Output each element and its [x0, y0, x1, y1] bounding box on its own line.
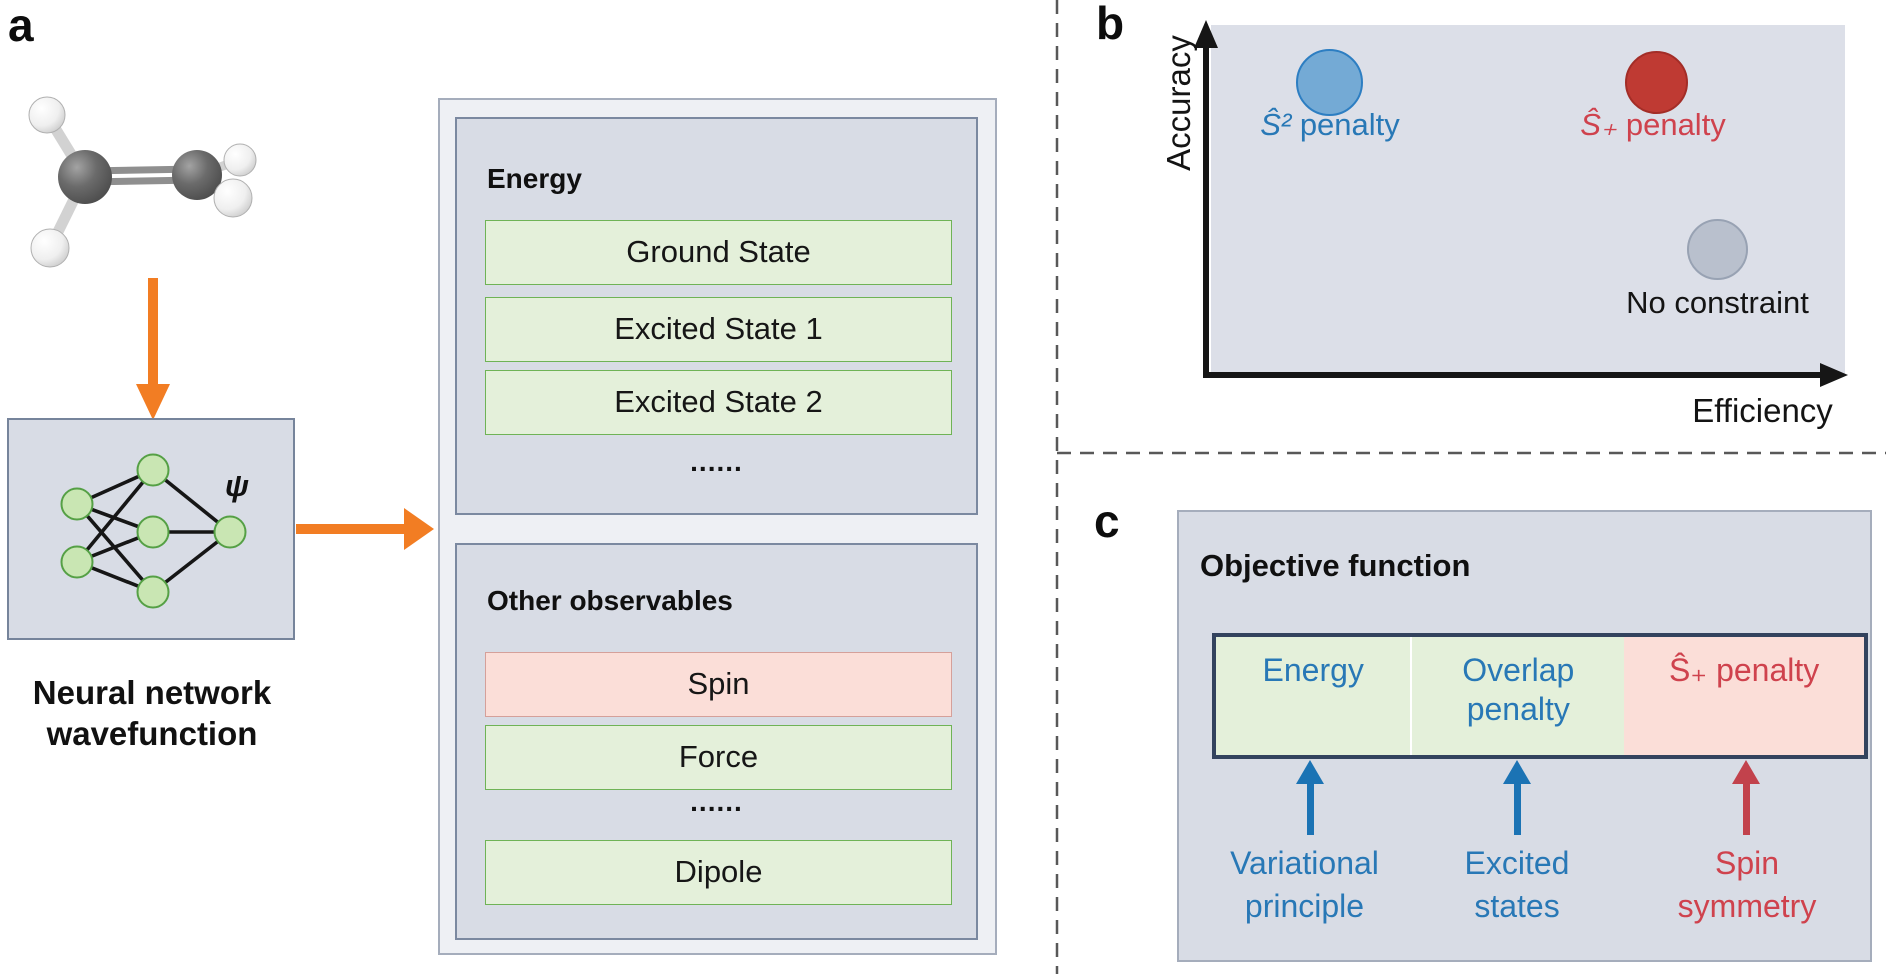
observables-box-title: Other observables	[487, 585, 733, 616]
energy-box: Energy Ground State Excited State 1 Exci…	[455, 117, 978, 515]
segment-energy: Energy	[1216, 637, 1411, 755]
splus-hat-symbol: Ŝ₊	[1580, 107, 1618, 142]
segment-splus-hat-symbol: Ŝ₊	[1668, 652, 1708, 688]
psi-symbol: ψ	[225, 468, 249, 503]
neural-network-graph: ψ	[60, 453, 249, 609]
variational-principle-arrow	[1296, 760, 1324, 835]
objective-function-box: Objective function Energy Overlap penalt…	[1177, 510, 1872, 962]
no-constraint-label: No constraint	[1626, 285, 1809, 320]
y-axis-arrowhead	[1194, 20, 1218, 48]
s2-hat-symbol: Ŝ²	[1260, 107, 1292, 142]
right-arrow	[296, 508, 434, 550]
splus-penalty-label: Ŝ₊ penalty	[1580, 107, 1726, 142]
hydrogen-atom	[213, 178, 253, 218]
neural-network-box: ψ	[7, 418, 295, 640]
x-axis-label: Efficiency	[1692, 392, 1833, 429]
energy-ellipsis: ......	[690, 446, 743, 477]
panel-c-label: c	[1094, 495, 1120, 547]
s2-penalty-point	[1296, 49, 1363, 116]
spin-symmetry-label: Spin symmetry	[1677, 845, 1817, 924]
row-dipole: Dipole	[485, 840, 952, 905]
y-axis-label: Accuracy	[1160, 35, 1197, 171]
x-axis-line	[1203, 372, 1821, 378]
segment-splus-penalty: Ŝ₊ penalty	[1624, 637, 1864, 755]
x-axis-arrowhead	[1820, 363, 1848, 387]
outputs-container: Energy Ground State Excited State 1 Exci…	[438, 98, 997, 955]
excited-states-label: Excited states	[1464, 845, 1570, 924]
carbon-atom	[58, 150, 112, 204]
row-excited-state-1: Excited State 1	[485, 297, 952, 362]
segment-overlap-penalty: Overlap penalty	[1410, 637, 1625, 755]
energy-box-title: Energy	[487, 163, 582, 194]
no-constraint-point	[1687, 219, 1748, 280]
nn-caption: Neural network wavefunction	[32, 674, 272, 752]
row-excited-state-2: Excited State 2	[485, 370, 952, 435]
objective-function-title: Objective function	[1200, 548, 1471, 583]
excited-states-arrow	[1503, 760, 1531, 835]
row-spin: Spin	[485, 652, 952, 717]
panel-b-label: b	[1096, 0, 1125, 49]
panel-a-label: a	[8, 0, 34, 51]
hydrogen-atom	[28, 96, 66, 134]
row-ground-state: Ground State	[485, 220, 952, 285]
splus-penalty-point	[1625, 51, 1688, 114]
observables-box: Other observables Spin Force ...... Dipo…	[455, 543, 978, 940]
ethylene-molecule	[28, 96, 257, 268]
hydrogen-atom	[30, 228, 70, 268]
nn-nodes	[60, 453, 247, 609]
s2-penalty-label: Ŝ² penalty	[1260, 107, 1400, 142]
hydrogen-atom	[223, 143, 257, 177]
spin-symmetry-arrow	[1732, 760, 1760, 835]
down-arrow	[136, 278, 170, 420]
y-axis-line	[1203, 44, 1209, 378]
row-force: Force	[485, 725, 952, 790]
observables-ellipsis: ......	[690, 786, 743, 817]
objective-function-bar: Energy Overlap penalty Ŝ₊ penalty	[1212, 633, 1868, 759]
variational-principle-label: Variational principle	[1230, 845, 1379, 924]
carbon-atom	[172, 150, 222, 200]
